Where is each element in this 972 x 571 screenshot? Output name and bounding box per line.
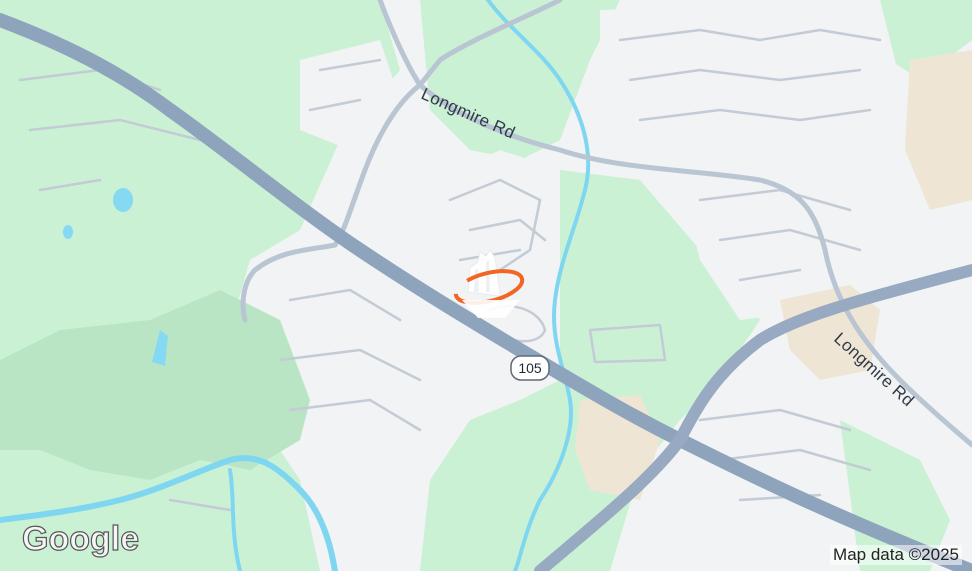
ponds — [63, 188, 168, 366]
residential-areas — [240, 0, 972, 480]
route-105-label: 105 — [518, 360, 542, 376]
google-logo-mark: Google — [21, 519, 139, 558]
route-105-shield: 105 — [510, 355, 550, 381]
highway-105 — [0, 13, 972, 571]
building-location-marker-icon[interactable] — [453, 249, 526, 318]
water-features — [0, 0, 591, 571]
map-attribution[interactable]: Map data ©2025 — [830, 545, 962, 565]
forest-areas — [0, 290, 310, 480]
developed-areas — [575, 50, 972, 500]
google-logo[interactable]: Google — [21, 519, 140, 565]
arterial-roads — [240, 0, 972, 448]
google-logo-text: Google — [22, 520, 139, 558]
